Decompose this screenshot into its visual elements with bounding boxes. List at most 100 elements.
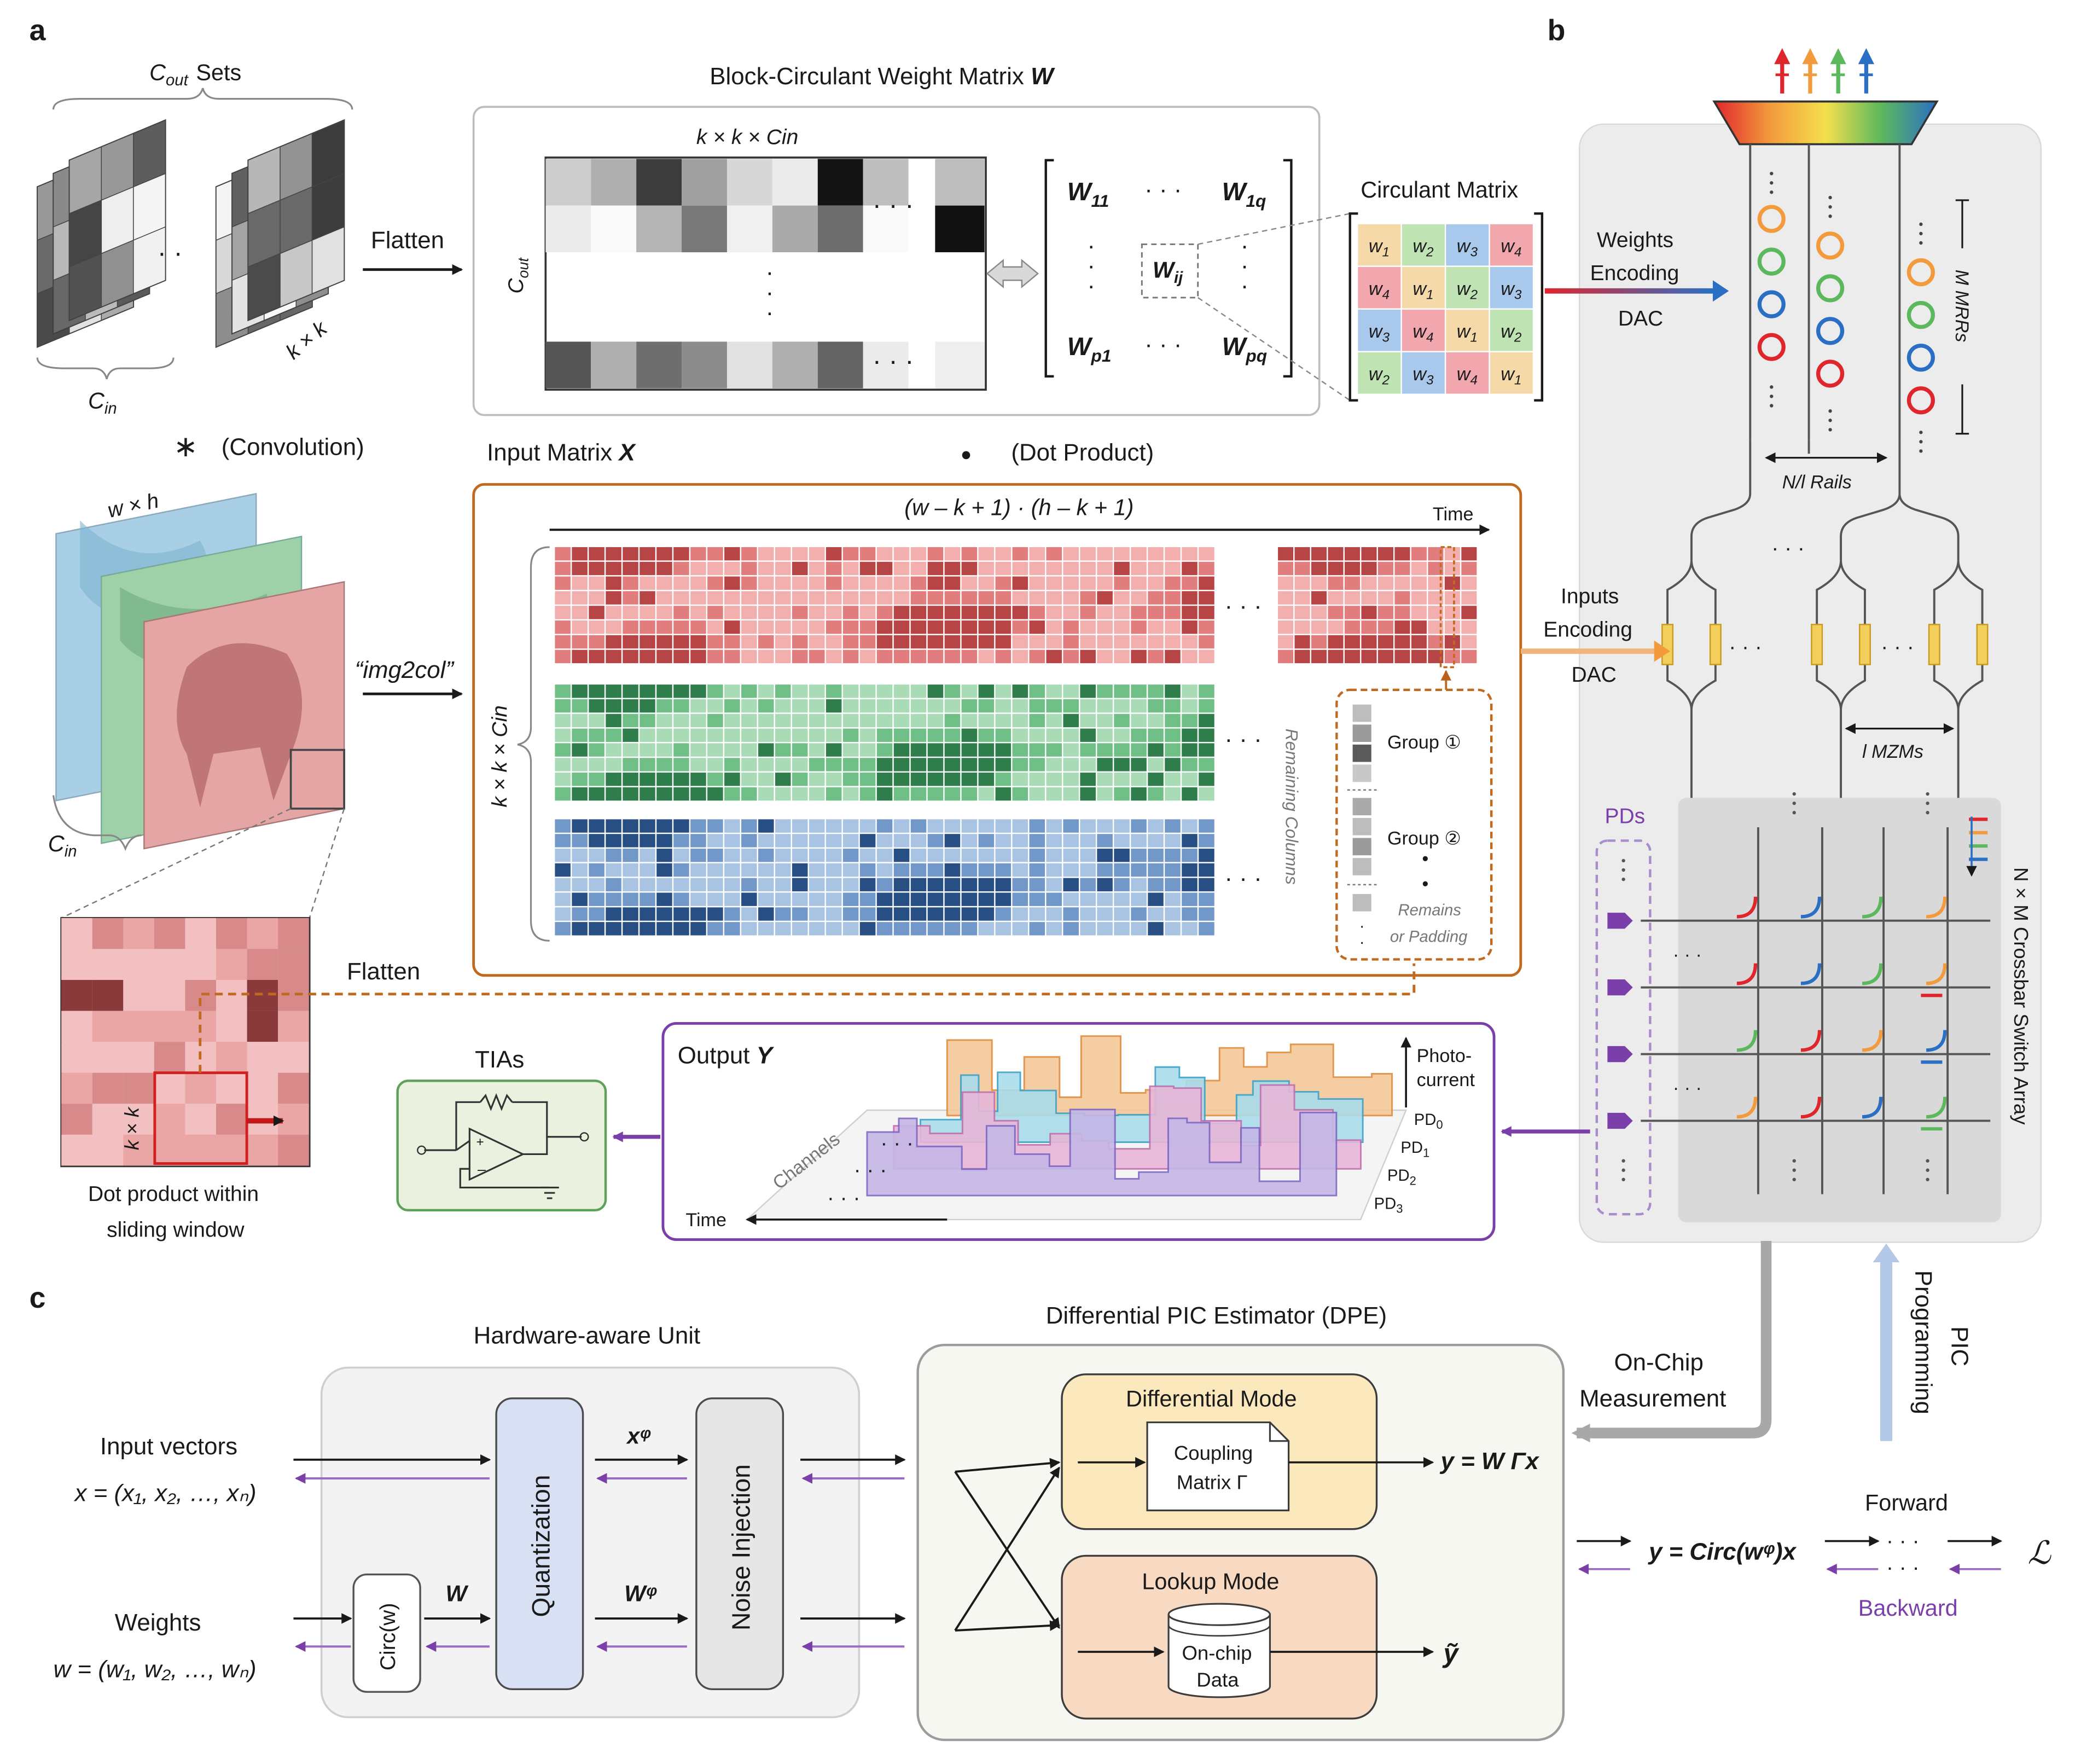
svg-text:∗: ∗	[173, 430, 198, 463]
svg-text:Group ①: Group ①	[1387, 732, 1461, 753]
svg-text:(Convolution): (Convolution)	[222, 434, 364, 461]
convolution-label: ∗ (Convolution)	[173, 430, 364, 463]
svg-text:·: ·	[1241, 232, 1249, 259]
weight-matrix-vdots: ·	[766, 259, 774, 286]
svg-text:· · ·: · · ·	[1886, 1529, 1920, 1553]
remaining-columns-label: Remaining Columns	[1282, 729, 1302, 885]
svg-text:+: +	[476, 1135, 484, 1150]
svg-text:Wp1: Wp1	[1067, 332, 1112, 365]
sliding-window-zoom: k × k Flatten Dot product within sliding…	[60, 808, 1416, 1242]
svg-text:sliding window: sliding window	[107, 1218, 245, 1242]
svg-text:· · ·: · · ·	[880, 1131, 914, 1155]
w-arrow-label: W	[445, 1580, 469, 1606]
svg-text:Weights: Weights	[1597, 228, 1673, 252]
dpe-title: Differential PIC Estimator (DPE)	[1046, 1302, 1387, 1329]
svg-text:current: current	[1417, 1070, 1475, 1090]
weight-matrix-vdots-2: ·	[766, 279, 774, 306]
input-feature-maps: w × h Cin	[48, 489, 345, 861]
weight-matrix-bottom-cells	[545, 341, 985, 388]
svg-text:· · ·: · · ·	[1881, 635, 1914, 659]
svg-text:Group ②: Group ②	[1387, 828, 1461, 849]
svg-text:·: ·	[1087, 252, 1095, 279]
svg-text:· · ·: · · ·	[1886, 1556, 1920, 1580]
svg-text:Wij: Wij	[1153, 257, 1183, 287]
svg-text:w = (w₁, w₂, …, wₙ): w = (w₁, w₂, …, wₙ)	[54, 1656, 257, 1682]
svg-text:x = (x₁, x₂, …, xₙ): x = (x₁, x₂, …, xₙ)	[74, 1479, 257, 1506]
lookup-mode-block: Lookup Mode On-chip Data	[1061, 1554, 1434, 1720]
svg-text:w3: w3	[1369, 321, 1390, 345]
cout-vertical: Cout	[504, 257, 532, 294]
block-matrix: W11 · · · W1q ··· ··· Wij Wp1 · · · Wpq	[1044, 159, 1351, 401]
svg-text:Circ(w): Circ(w)	[376, 1603, 400, 1670]
svg-text:(w – k + 1) · (h – k + 1): (w – k + 1) · (h – k + 1)	[904, 494, 1133, 520]
svg-text:·: ·	[1241, 272, 1249, 299]
svg-text:l MZMs: l MZMs	[1862, 741, 1923, 762]
panel-c-label: c	[30, 1281, 46, 1314]
svg-text:W1q: W1q	[1222, 177, 1266, 211]
input-vectors-label: Input vectors x = (x₁, x₂, …, xₙ)	[74, 1433, 257, 1506]
grid-ellipsis-2: · · ·	[1225, 726, 1262, 753]
kernel-stack-left	[37, 119, 166, 349]
xq-label: xᵠ	[626, 1423, 651, 1449]
svg-text:TIAs: TIAs	[475, 1046, 524, 1073]
svg-text:Dot product within: Dot product within	[88, 1182, 259, 1206]
quantization-block: Quantization	[495, 1397, 584, 1690]
svg-text:or Padding: or Padding	[1390, 929, 1468, 946]
mzms-label: l MZMs	[1845, 723, 1955, 762]
output-waveforms	[745, 1035, 1407, 1221]
svg-text:· · ·: · · ·	[1673, 1078, 1702, 1099]
svg-text:w1: w1	[1412, 278, 1433, 302]
cin-label-top: Cin	[36, 357, 175, 417]
svg-text:Quantization: Quantization	[527, 1475, 555, 1617]
crossbar-label: N × M Crossbar Switch Array	[2010, 867, 2032, 1125]
y-expression: y = W Γx	[1440, 1448, 1540, 1475]
panel-a-label: a	[30, 14, 46, 47]
pd-column: PDs	[1595, 805, 1652, 1216]
panel-b-label: b	[1548, 14, 1566, 47]
weight-matrix-vdots-3: ·	[766, 299, 774, 326]
dot-product-label: ● (Dot Product)	[961, 439, 1154, 466]
svg-text:· · ·: · · ·	[1771, 537, 1805, 560]
svg-text:Backward: Backward	[1858, 1595, 1958, 1621]
tias-block: TIAs + –	[396, 1046, 607, 1212]
svg-text:·: ·	[1359, 918, 1365, 935]
svg-text:Data: Data	[1196, 1668, 1239, 1691]
grid-ellipsis-3: · · ·	[1225, 864, 1262, 891]
svg-text:“img2col”: “img2col”	[355, 657, 455, 683]
svg-text:w1: w1	[1369, 236, 1390, 259]
time-axis: (w – k + 1) · (h – k + 1) Time	[549, 494, 1490, 536]
inputs-encoding: Inputs Encoding DAC	[1520, 584, 1670, 687]
svg-text:PDs: PDs	[1605, 805, 1645, 828]
svg-text:Cin: Cin	[48, 831, 77, 861]
svg-text:· · ·: · · ·	[1729, 635, 1762, 659]
kkcin-brace: k × k × Cin	[489, 546, 550, 942]
svg-text:N/l Rails: N/l Rails	[1782, 472, 1852, 493]
svg-text:Inputs: Inputs	[1561, 584, 1619, 608]
svg-text:· · ·: · · ·	[827, 1186, 861, 1210]
svg-text:·: ·	[1087, 232, 1095, 259]
weights-label: Weights w = (w₁, w₂, …, wₙ)	[54, 1609, 257, 1682]
weights-encoding: Weights Encoding DAC	[1544, 228, 1729, 330]
svg-text:Cin: Cin	[88, 387, 117, 417]
svg-text:·: ·	[1241, 252, 1249, 279]
input-matrix-title: Input Matrix X	[487, 439, 636, 466]
svg-text:Measurement: Measurement	[1579, 1385, 1726, 1412]
svg-text:Flatten: Flatten	[347, 958, 420, 985]
wdm-source	[1712, 48, 1939, 146]
img2col-arrow: “img2col”	[355, 657, 463, 699]
svg-text:Coupling: Coupling	[1174, 1442, 1253, 1464]
svg-text:Wpq: Wpq	[1222, 332, 1267, 365]
grid-green	[555, 684, 1214, 801]
svg-text:Noise Injection: Noise Injection	[726, 1464, 755, 1630]
svg-text:· · ·: · · ·	[1144, 331, 1182, 358]
svg-text:PD2: PD2	[1387, 1167, 1416, 1187]
circ-block: Circ(w)	[352, 1573, 421, 1693]
svg-text:PIC: PIC	[1946, 1326, 1973, 1366]
svg-text:W11: W11	[1067, 177, 1109, 211]
svg-text:Flatten: Flatten	[371, 227, 444, 254]
circulant-title: Circulant Matrix	[1361, 177, 1518, 202]
